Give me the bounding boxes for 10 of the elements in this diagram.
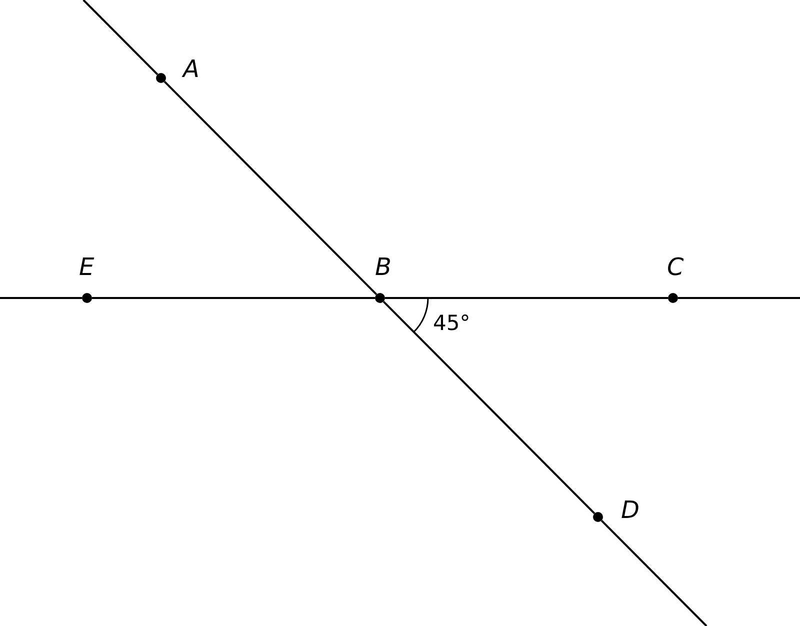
- line-segment: [385, 297, 668, 299]
- line-segment: [382, 300, 596, 514]
- line-segment: [92, 297, 375, 299]
- point-label: D: [621, 496, 640, 524]
- point-label: E: [79, 253, 94, 281]
- point-label: C: [667, 253, 684, 281]
- angle-label: 45°: [433, 310, 470, 336]
- point-label: B: [375, 253, 392, 281]
- line-segment: [164, 80, 378, 296]
- point-label: A: [183, 55, 200, 83]
